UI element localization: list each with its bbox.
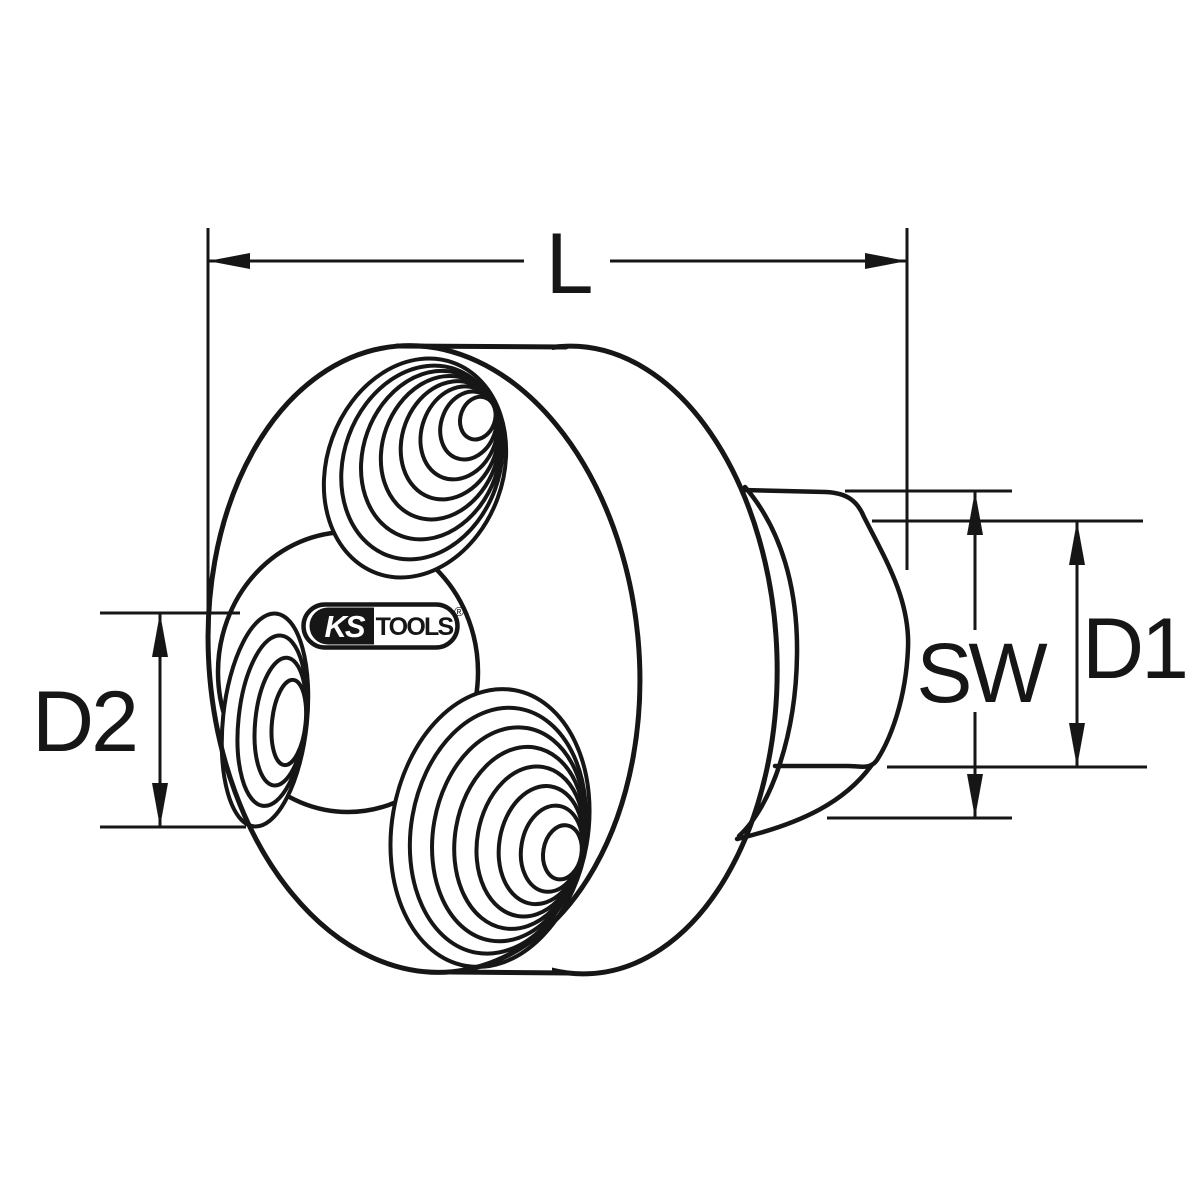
sw-arrow-down-icon [967,774,983,818]
d1-arrow-down-icon [1069,723,1085,767]
dimension-length: L [206,216,909,612]
threaded-hole-bottom [388,687,592,969]
threaded-hole-left [219,611,311,829]
thread-ring [458,394,498,442]
d1-arrow-up-icon [1069,521,1085,565]
sw-arrow-up-icon [967,491,983,535]
thread-ring [541,823,584,882]
dimension-d2: D2 [32,611,246,829]
part-drive-end [734,484,911,842]
bell-base-curve [736,484,800,839]
bell-skirt-curve [734,763,874,842]
d1-label: D1 [1082,601,1186,697]
dimension-d1: D1 [872,519,1189,769]
length-label: L [546,216,591,312]
logo-ks-text: KS [324,609,365,644]
threaded-hole-top [321,356,509,580]
length-arrow-right-icon [865,253,907,269]
thread-ring [269,677,309,768]
d2-arrow-up-icon [152,613,168,657]
drive-outline [740,487,911,769]
sw-label: SW [916,626,1047,720]
dimension-sw: SW [827,489,1051,820]
part-barrel [205,343,780,977]
barrel-bottom-edge [448,969,572,976]
d2-arrow-down-icon [152,783,168,827]
d2-label: D2 [32,674,136,770]
barrel-front-face [205,343,643,975]
logo-ks-background [309,607,374,645]
brand-logo: KS TOOLS ® [301,602,464,650]
logo-tools-text: TOOLS [376,613,454,641]
length-arrow-left-icon [208,253,250,269]
logo-registered-icon: ® [454,604,464,619]
